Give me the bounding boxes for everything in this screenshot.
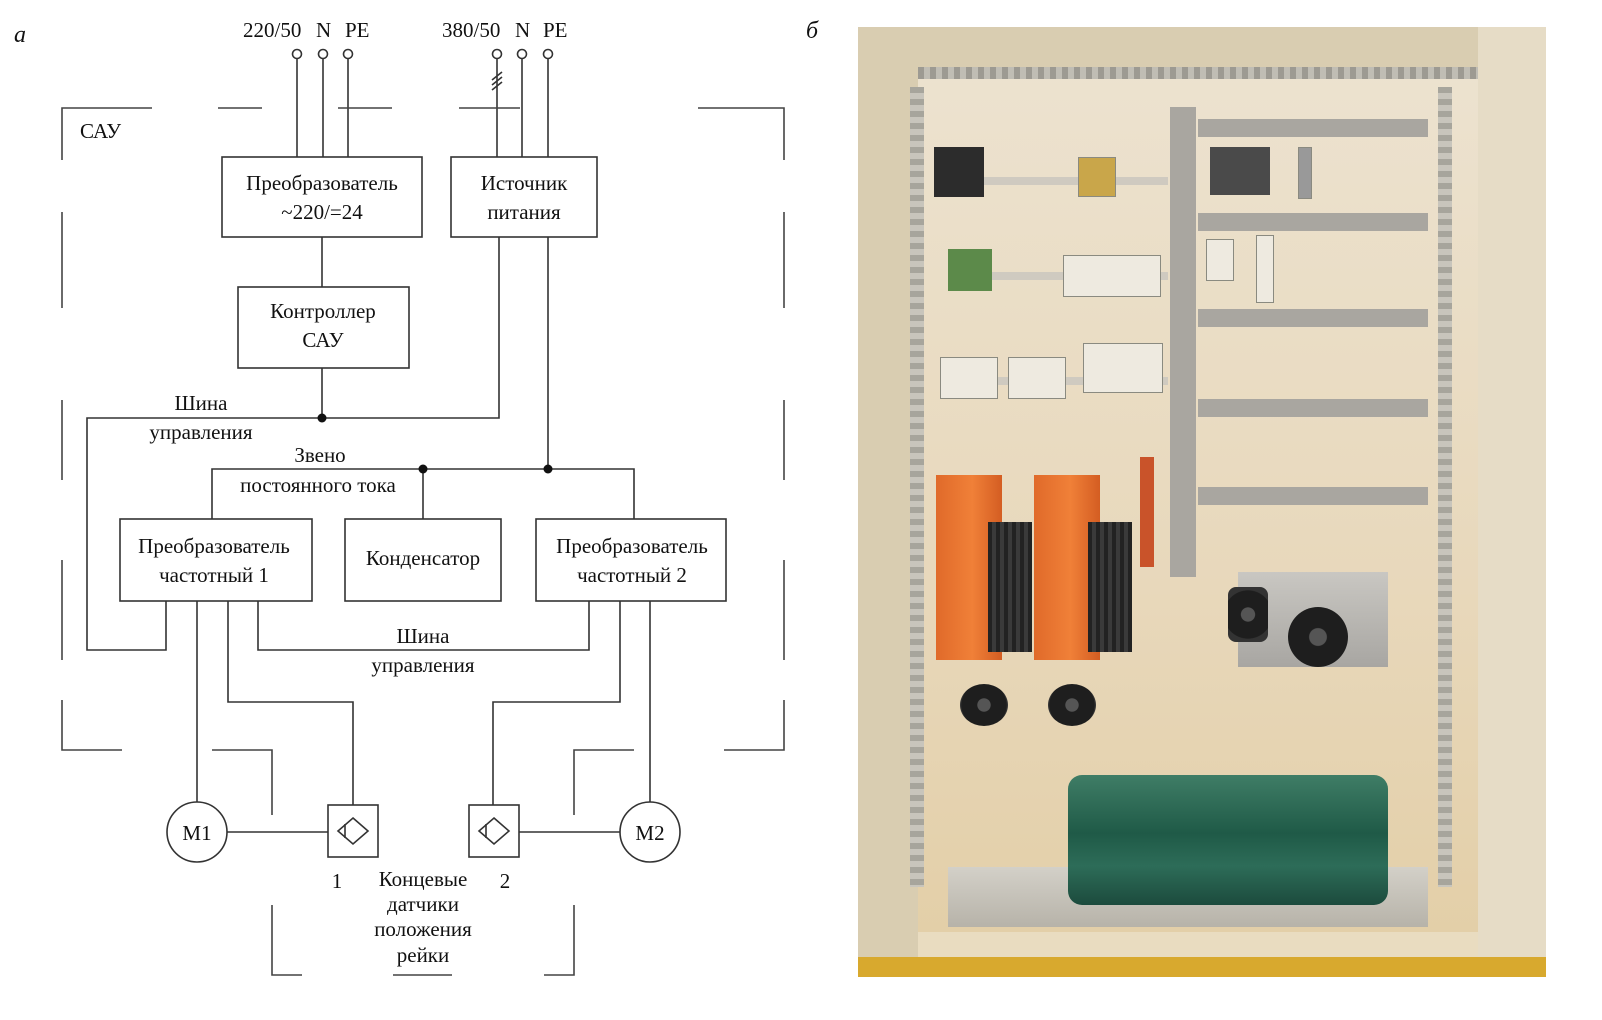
transformer [1078,157,1116,197]
terminal-icon [542,48,554,60]
terminal-icon [516,48,528,60]
three-phase-mark-icon [491,71,503,91]
contactors [1083,343,1163,393]
fuse-holders [940,357,998,399]
supply-380-pe-label: PE [543,18,568,42]
svg-text:Преобразователь: Преобразователь [246,171,398,195]
fan-icon [1288,607,1348,667]
din-rail [948,177,1168,185]
proximity-sensor-icon [336,816,370,846]
din-rail [948,272,1168,280]
terminal-icon [342,48,354,60]
cable-duct [1198,213,1428,231]
supply-220-n-label: N [316,18,331,42]
svg-text:Контроллер: Контроллер [270,299,376,323]
circuit-breakers [1206,239,1234,281]
fan-icon [1228,587,1268,642]
limit-sensor-1: 1 [327,804,379,893]
limit-sensors-caption: Концевые датчики положения рейки [374,867,472,967]
block-capacitor: Конденсатор [344,518,502,602]
junction-node [543,464,553,474]
block-vfd-1: Преобразователь частотный 1 [119,518,313,602]
cable-duct-vertical [1170,107,1196,577]
panel-b-letter: б [806,18,819,44]
supply-380-n-label: N [515,18,530,42]
dc-link-label-2: постоянного тока [240,473,396,497]
panel-a-letter: а [14,22,26,48]
motor-photo [1068,775,1388,905]
relay-module [1140,457,1154,567]
control-bus-top-label-1: Шина [175,391,229,415]
svg-text:датчики: датчики [387,892,459,916]
svg-text:Преобразователь: Преобразователь [138,534,290,558]
proximity-sensor-icon [477,816,511,846]
cable-duct [1198,309,1428,327]
fan-icon [960,684,1008,726]
supply-380-inputs: 380/50 N PE [442,18,568,157]
junction-node [418,464,428,474]
control-bus-bottom-label-1: Шина [397,624,451,648]
control-bus-bottom-label-2: управления [371,653,474,677]
terminal-icon [317,48,329,60]
svg-text:частотный 2: частотный 2 [577,563,687,587]
motor-m2: М2 [619,801,681,863]
supply-220-pe-label: PE [345,18,370,42]
main-switch [934,147,984,197]
terminal-icon [491,48,503,60]
svg-text:частотный 1: частотный 1 [159,563,269,587]
limit-sensor-2: 2 [468,804,520,893]
power-supply-module [1256,235,1274,303]
block-power-source: Источник питания [450,156,598,238]
svg-text:САУ: САУ [302,328,343,352]
cable-duct [1198,119,1428,137]
floor [858,957,1546,977]
junction-node [317,413,327,423]
fuse-holders [1008,357,1066,399]
cabinet-door [1478,27,1546,977]
supply-220-label: 220/50 [243,18,301,42]
dc-link-label-1: Звено [294,443,345,467]
top-rail [918,67,1478,79]
vfd-1-heatsink [988,522,1032,652]
svg-text:Конденсатор: Конденсатор [366,546,480,570]
control-bus-top-label-2: управления [149,420,252,444]
sensor-1-number: 1 [332,869,343,893]
block-converter-24v: Преобразователь ~220/=24 [221,156,423,238]
terminal-block [948,249,992,291]
block-diagram: а 220/50 N PE 380/50 N PE [14,18,785,976]
right-rail [1438,87,1452,887]
cabinet-left-frame [858,27,918,977]
svg-text:М2: М2 [635,821,664,845]
terminal-icon [291,48,303,60]
cable-duct [1198,399,1428,417]
supply-380-label: 380/50 [442,18,500,42]
circuit-breakers [1063,255,1161,297]
svg-text:положения: положения [374,917,472,941]
svg-text:Концевые: Концевые [379,867,468,891]
svg-text:Преобразователь: Преобразователь [556,534,708,558]
sau-enclosure-boundary: САУ [61,107,785,976]
svg-text:питания: питания [487,200,561,224]
svg-text:~220/=24: ~220/=24 [281,200,363,224]
supply-220-inputs: 220/50 N PE [243,18,370,157]
svg-text:М1: М1 [182,821,211,845]
block-vfd-2: Преобразователь частотный 2 [535,518,727,602]
plc-module [1210,147,1270,195]
vfd-2-heatsink [1088,522,1132,652]
sensor-2-number: 2 [500,869,511,893]
left-rail [910,87,924,887]
svg-text:рейки: рейки [397,943,450,967]
cabinet-photo [858,27,1546,977]
fan-icon [1048,684,1096,726]
cabinet-top-frame [858,27,1546,72]
network-switch [1298,147,1312,199]
cable-duct [1198,487,1428,505]
enclosure-label: САУ [80,119,121,143]
svg-text:Источник: Источник [481,171,568,195]
block-controller: Контроллер САУ [237,286,410,369]
motor-m1: М1 [166,801,228,863]
